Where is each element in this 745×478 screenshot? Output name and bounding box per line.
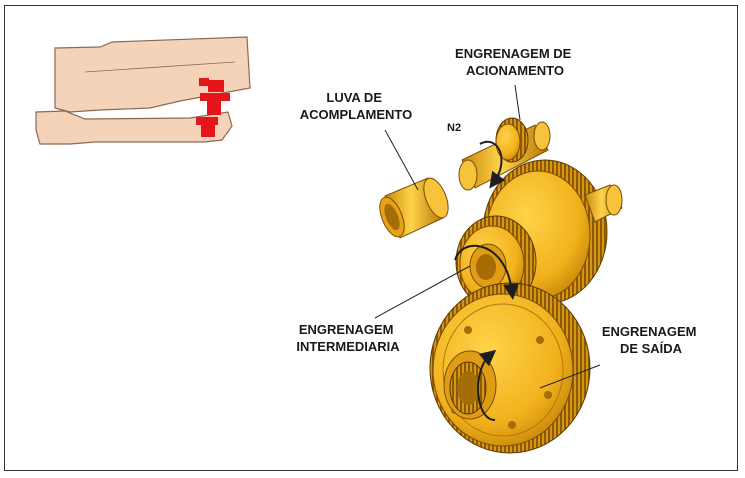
coupling-sleeve-leader (385, 130, 418, 190)
drive-gear-leader (515, 85, 520, 120)
idler-gear-label: ENGRENAGEM INTERMEDIARIA (296, 322, 400, 354)
output-gear-label: ENGRENAGEM DE SAÍDA (602, 324, 700, 356)
drive-gear-label: ENGRENAGEM DE ACIONAMENTO (455, 46, 575, 78)
coupling-sleeve-part (375, 175, 453, 240)
output-gear-part (430, 283, 590, 453)
n2-label: N2 (447, 122, 461, 134)
coupling-sleeve-label: LUVA DE ACOMPLAMENTO (300, 90, 412, 122)
housing-locator-icon (36, 37, 250, 144)
